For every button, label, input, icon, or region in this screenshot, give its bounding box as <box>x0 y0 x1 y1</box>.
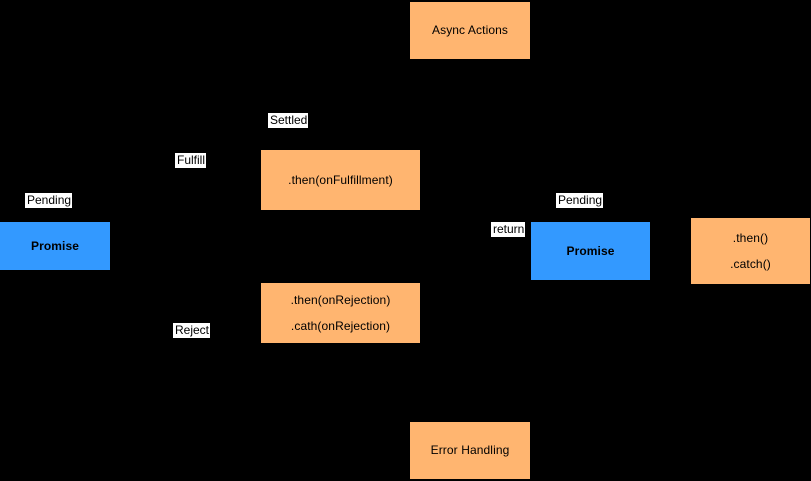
node-then-on-fulfillment-label-0: .then(onFulfillment) <box>288 172 393 187</box>
edge-label-return: return <box>491 222 526 237</box>
node-then-catch[interactable]: .then() .catch() <box>691 218 810 284</box>
node-then-catch-label-1: .catch() <box>730 256 771 271</box>
node-promise-initial[interactable]: Promise <box>0 222 110 270</box>
node-error-handling-label-0: Error Handling <box>430 443 510 458</box>
node-promise-initial-label-0: Promise <box>30 238 80 253</box>
edge-label-pending-right: Pending <box>556 193 604 208</box>
node-promise-returned-label-0: Promise <box>566 243 615 258</box>
node-then-catch-label-0: .then() <box>732 231 769 246</box>
node-async-actions-label-0: Async Actions <box>431 23 508 38</box>
node-then-catch-on-rejection-label-0: .then(onRejection) <box>290 293 391 308</box>
node-promise-returned[interactable]: Promise <box>531 222 650 280</box>
edge-label-reject: Reject <box>173 323 211 338</box>
edge-label-pending-left: Pending <box>25 193 73 208</box>
node-async-actions[interactable]: Async Actions <box>410 2 530 59</box>
node-then-on-fulfillment[interactable]: .then(onFulfillment) <box>261 150 420 210</box>
node-then-catch-on-rejection-label-1: .cath(onRejection) <box>290 318 391 333</box>
edge-label-fulfill: Fulfill <box>175 153 207 168</box>
edge-label-settled: Settled <box>268 113 309 128</box>
node-error-handling[interactable]: Error Handling <box>410 422 530 479</box>
node-then-catch-on-rejection[interactable]: .then(onRejection) .cath(onRejection) <box>261 283 420 343</box>
